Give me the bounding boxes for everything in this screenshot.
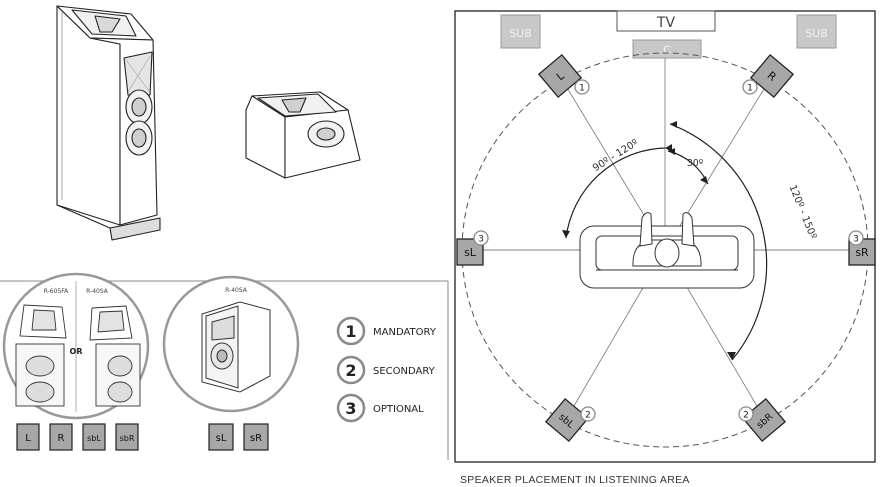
legend-number: 3: [345, 399, 356, 418]
model-box-L: L: [16, 423, 40, 451]
arc-120-150-arrowhead: [727, 352, 736, 360]
legend-label: OPTIONAL: [373, 404, 424, 415]
arc-120-150: [669, 123, 768, 361]
diagram-caption: SPEAKER PLACEMENT IN LISTENING AREA: [460, 474, 690, 486]
model-box-sR: sR: [243, 423, 269, 451]
model-box-sL: sL: [208, 423, 234, 451]
arc-90-120: [565, 147, 666, 239]
front-model-circle: R-605FA R-40SA OR: [2, 272, 150, 420]
model-box: [115, 423, 139, 451]
legend-item-1: 1 MANDATORY: [336, 316, 437, 346]
arc-120-150-arrowhead-top: [670, 121, 677, 128]
level-badge-number: 3: [478, 235, 484, 245]
legend-item-3: 3 OPTIONAL: [336, 393, 424, 423]
model-box-R: R: [49, 423, 73, 451]
speaker-box: [544, 397, 590, 443]
model-label-r40sa-left: R-40SA: [86, 288, 109, 295]
level-badge-circle: [473, 230, 489, 246]
legend: 1 MANDATORY 2 SECONDARY 3 OPTIONAL: [336, 316, 437, 423]
legend-item-2: 2 SECONDARY: [336, 355, 436, 385]
tower-speaker-illustration: [56, 5, 161, 241]
level-badge-circle: [848, 230, 864, 246]
model-box-sbL: sbL: [82, 423, 106, 451]
level-badge-circle: [738, 406, 754, 422]
level-badge-number: 3: [853, 235, 859, 245]
tv-label: TV: [656, 15, 676, 31]
speaker-sL: sL: [456, 238, 484, 266]
model-label-r40sa-right: R-40SA: [225, 287, 248, 294]
arc-90-120-arrowhead-left: [562, 230, 570, 238]
level-badge-number: 2: [585, 411, 591, 421]
center-speaker-label: C: [663, 44, 671, 57]
listener: [632, 212, 702, 268]
surround-model-circle: R-40SA: [162, 275, 300, 413]
model-label-r605fa: R-605FA: [44, 288, 69, 295]
sub-left-box: [500, 14, 541, 49]
legend-label: MANDATORY: [373, 327, 437, 338]
speaker-label: sR: [855, 246, 869, 259]
speaker-L: L: [537, 53, 583, 99]
legend-label: SECONDARY: [373, 366, 436, 377]
speaker-level-badge: 2: [580, 406, 596, 422]
elevation-top-view: [89, 305, 141, 407]
elevation-speaker-illustration: [245, 91, 361, 179]
model-box-sbR: sbR: [115, 423, 139, 451]
legend-number: 2: [345, 361, 356, 380]
speaker-sbL: sbL: [544, 397, 590, 443]
level-badge-number: 1: [579, 84, 585, 94]
model-box-label: L: [25, 433, 31, 444]
model-box-label: R: [58, 433, 65, 444]
speaker-sbR: sbR: [741, 397, 787, 443]
arc-90-120-arrowhead-top: [665, 144, 672, 152]
tower-top-view: [15, 304, 67, 407]
wall-speaker: [201, 301, 271, 393]
model-box: [243, 423, 269, 451]
model-box-label: sbL: [87, 434, 101, 443]
model-box: [16, 423, 40, 451]
model-box-label: sbR: [120, 434, 135, 443]
model-box: [208, 423, 234, 451]
legend-badge: [336, 355, 366, 385]
model-box-label: sR: [250, 433, 262, 444]
speaker-label: sL: [464, 246, 477, 259]
legend-badge: [336, 393, 366, 423]
model-box: [49, 423, 73, 451]
level-badge-circle: [742, 79, 758, 95]
angle-arcs: [562, 121, 768, 361]
model-box: [82, 423, 106, 451]
or-label: OR: [70, 347, 83, 356]
room-diagram: TV SUB SUB C 90º - 120º 30º 120º - 150º: [454, 10, 876, 463]
tv-box: [616, 10, 716, 32]
sub-right-box: [796, 14, 837, 49]
legend-number: 1: [345, 322, 356, 341]
arc-30-arrowhead-top: [668, 148, 675, 155]
arc-30-arrowhead: [700, 176, 708, 184]
level-badge-number: 1: [747, 84, 753, 94]
speaker-box: [749, 53, 795, 99]
level-badge-circle: [580, 406, 596, 422]
speaker-level-badge: 1: [742, 79, 758, 95]
speaker-box: [537, 53, 583, 99]
sub-right-label: SUB: [805, 27, 828, 40]
level-badge-number: 2: [743, 411, 749, 421]
speaker-level-badge: 3: [848, 230, 864, 246]
model-box-label: sL: [216, 433, 227, 444]
speaker-box: [741, 397, 787, 443]
speaker-level-badge: 1: [574, 79, 590, 95]
speaker-level-badge: 3: [473, 230, 489, 246]
level-badge-circle: [574, 79, 590, 95]
speaker-level-badge: 2: [738, 406, 754, 422]
angle-label-30: 30º: [687, 158, 704, 169]
legend-badge: [336, 316, 366, 346]
speaker-R: R: [749, 53, 795, 99]
sub-left-label: SUB: [509, 27, 532, 40]
